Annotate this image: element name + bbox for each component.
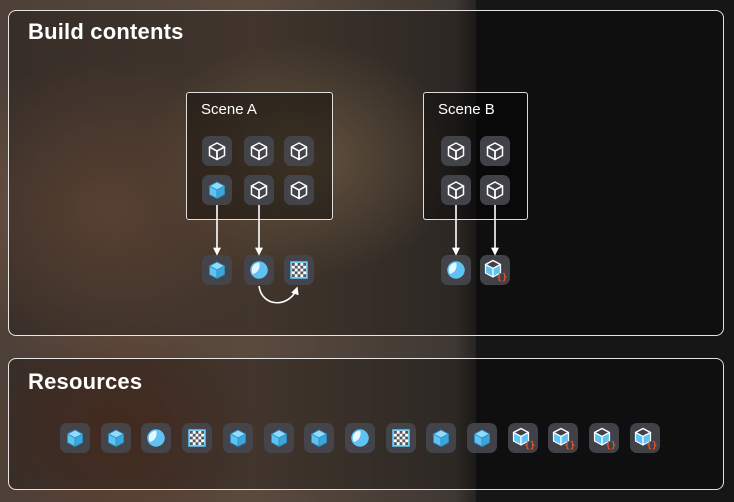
outline-cube-icon: [441, 175, 471, 205]
outline-cube-icon: [480, 175, 510, 205]
svg-text:{}: {}: [646, 441, 657, 450]
scene-b-box: [423, 92, 528, 220]
checker-texture-icon: [284, 255, 314, 285]
svg-text:{}: {}: [497, 273, 508, 282]
checker-texture-icon: [182, 423, 213, 453]
moon-sphere-icon: [244, 255, 274, 285]
script-cube-icon: {}: [589, 423, 620, 453]
blue-cube-icon: [202, 175, 232, 205]
background-editor-panel: [476, 0, 734, 502]
svg-text:{}: {}: [606, 441, 617, 450]
blue-cube-icon: [426, 423, 457, 453]
outline-cube-icon: [202, 136, 232, 166]
outline-cube-icon: [284, 136, 314, 166]
blue-cube-icon: [304, 423, 335, 453]
outline-cube-icon: [244, 136, 274, 166]
svg-text:{}: {}: [565, 441, 576, 450]
checker-texture-icon: [385, 423, 416, 453]
blue-cube-icon: [100, 423, 131, 453]
outline-cube-icon: [480, 136, 510, 166]
blue-cube-icon: [467, 423, 497, 453]
svg-text:{}: {}: [524, 441, 535, 450]
outline-cube-icon: [441, 136, 471, 166]
resources-title: Resources: [28, 369, 143, 394]
blue-cube-icon: [202, 255, 232, 285]
scene-b-label: Scene B: [438, 101, 495, 118]
script-cube-icon: {}: [629, 423, 660, 453]
script-cube-icon: {}: [507, 423, 538, 453]
moon-sphere-icon: [141, 423, 172, 453]
outline-cube-icon: [284, 175, 314, 205]
scene-a-label: Scene A: [201, 101, 257, 118]
blue-cube-icon: [222, 423, 253, 453]
blue-cube-icon: [263, 423, 294, 453]
script-cube-icon: {}: [480, 255, 510, 285]
moon-sphere-icon: [344, 423, 375, 453]
build-contents-title: Build contents: [28, 19, 184, 44]
script-cube-icon: {}: [548, 423, 579, 453]
blue-cube-icon: [60, 423, 90, 453]
build-contents-panel: [8, 10, 724, 336]
moon-sphere-icon: [441, 255, 471, 285]
outline-cube-icon: [244, 175, 274, 205]
